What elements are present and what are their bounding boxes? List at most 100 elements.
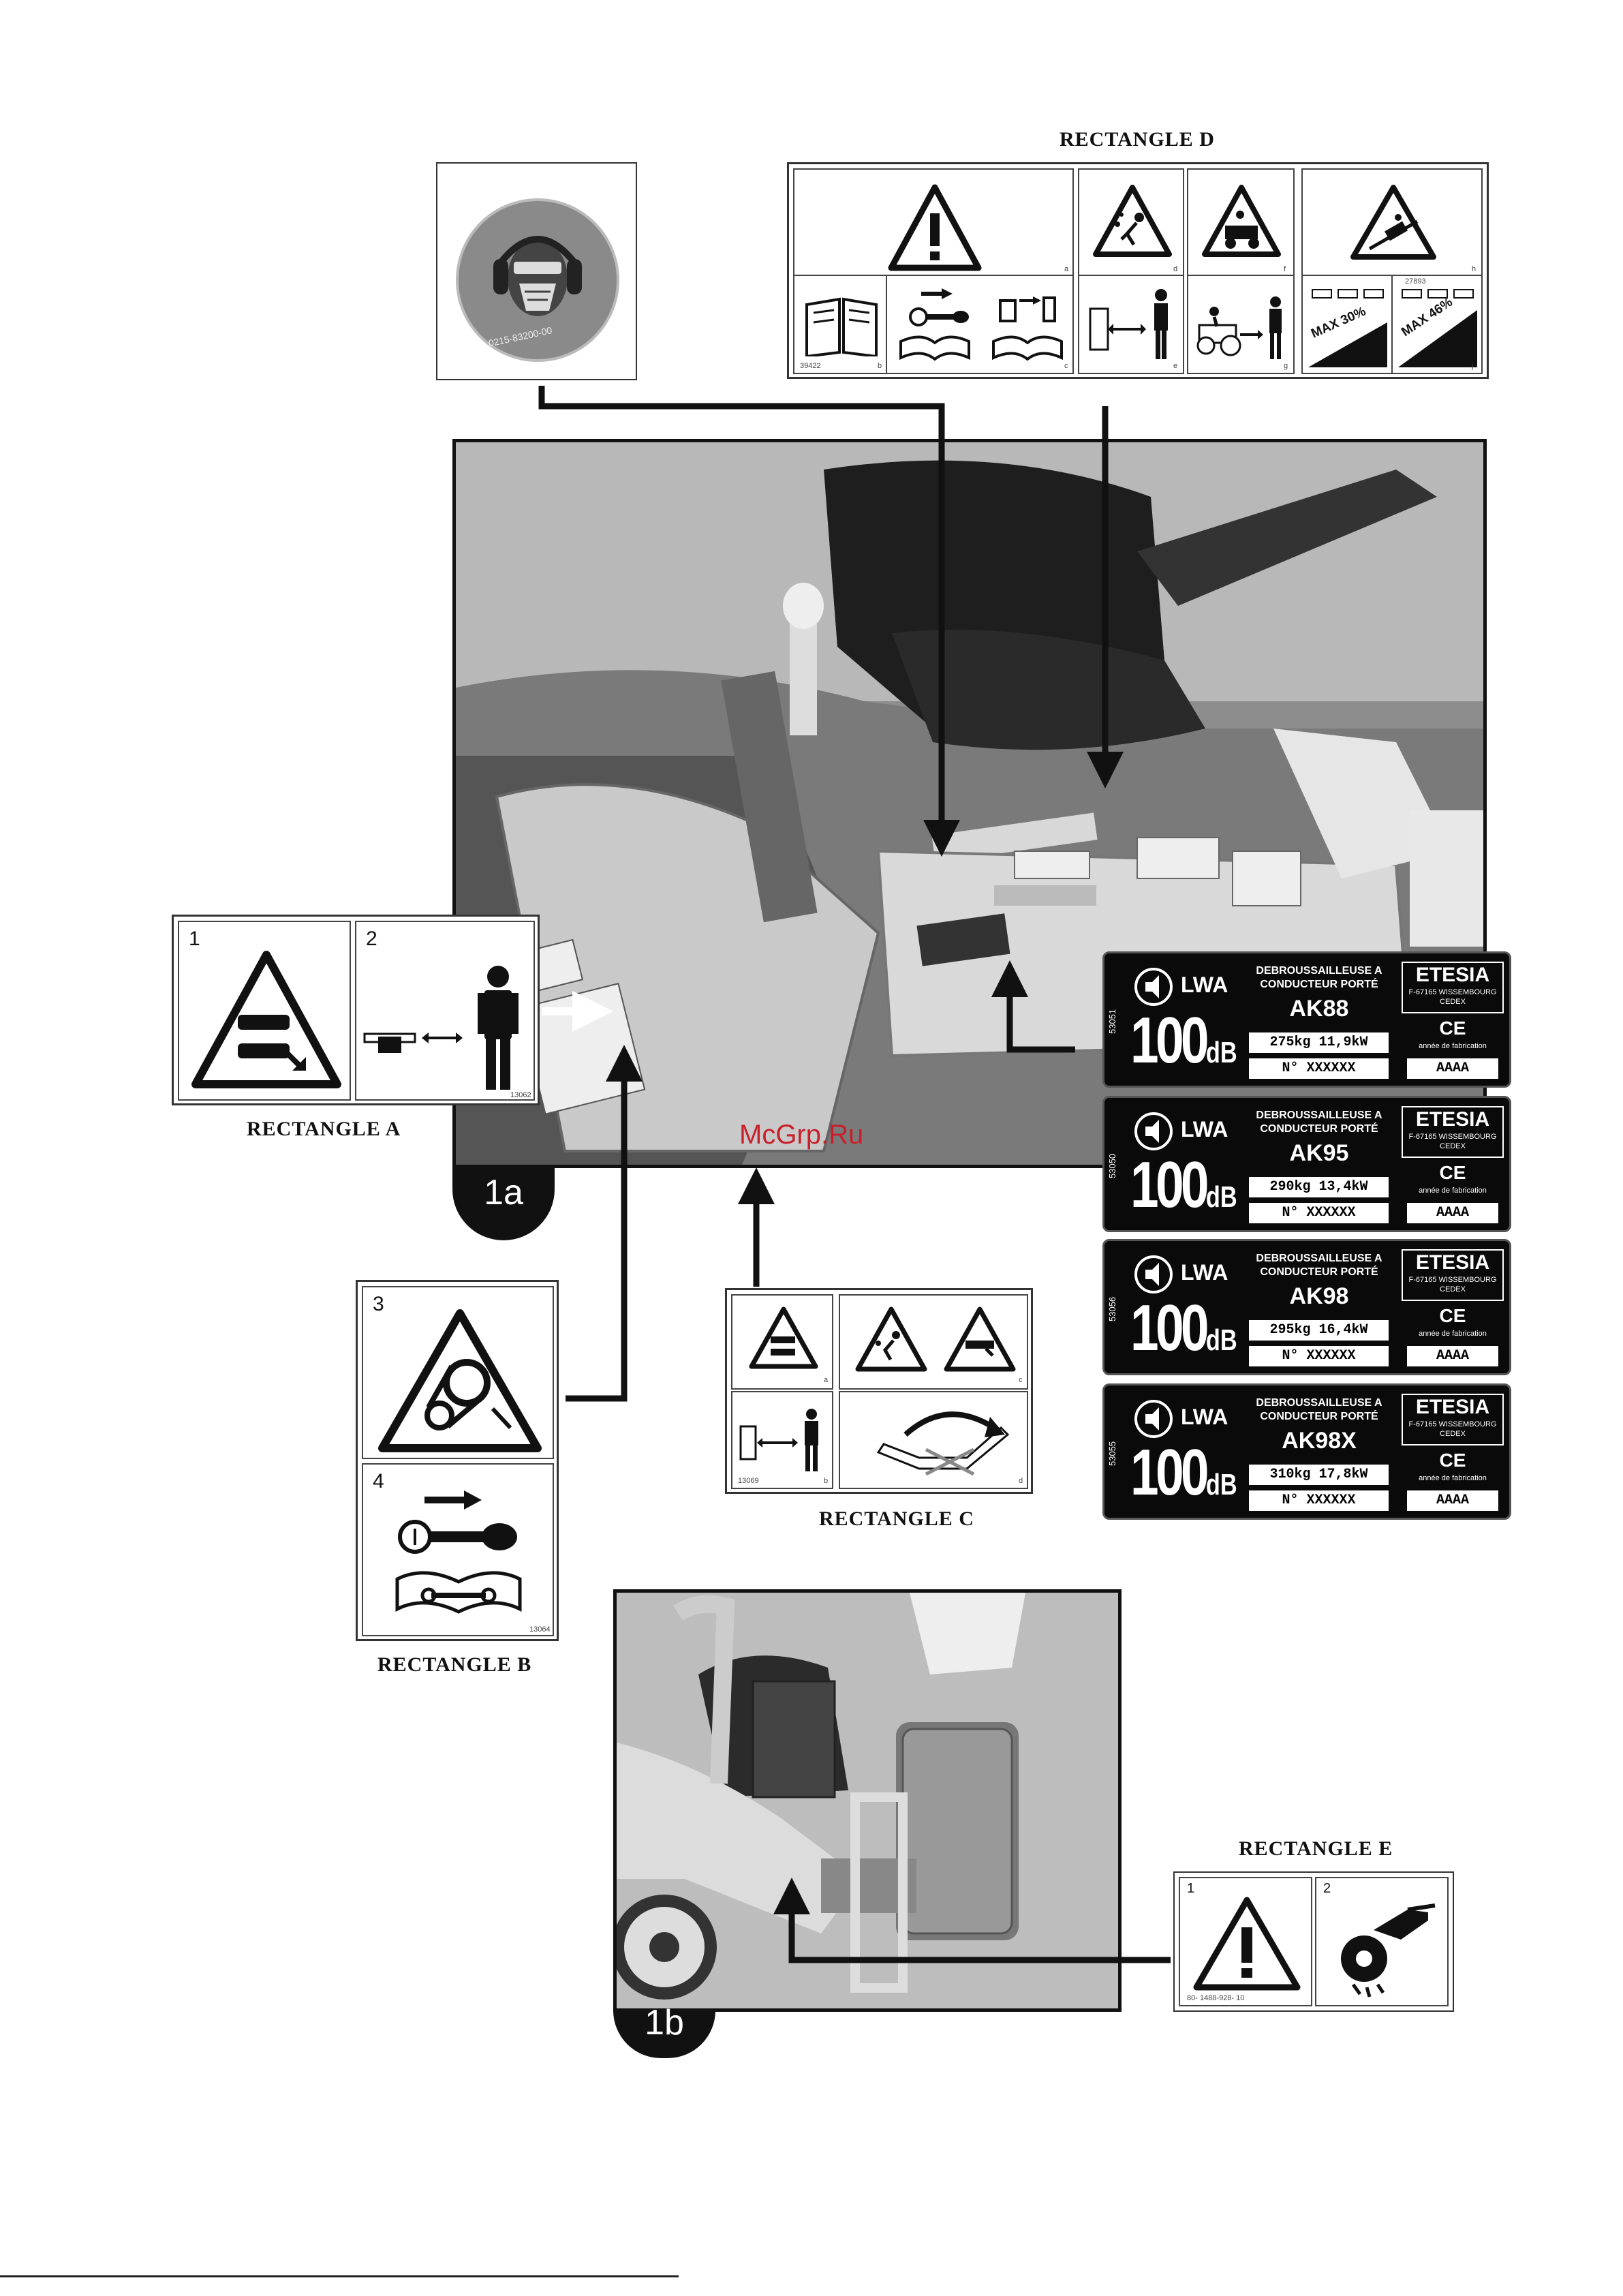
rectangle-e-arrow (773, 1878, 1171, 1963)
manufacture-year: AAAA (1407, 1490, 1498, 1511)
angle-17-text: 17° (1361, 341, 1380, 355)
manufacture-year-label: année de fabrication (1419, 1330, 1487, 1338)
decal-a-code: 13062 (510, 1091, 531, 1099)
model-name: AK98X (1282, 1428, 1357, 1454)
model-name: AK88 (1289, 996, 1349, 1022)
decal-b-code: 13064 (529, 1625, 551, 1634)
decal-e-panel-1: 1 80- 1488-928- 10 (1179, 1877, 1312, 2006)
c-label-c: c (1019, 1376, 1023, 1384)
ce-mark: CE (1439, 1162, 1466, 1183)
code-h: 27893 (1405, 277, 1426, 286)
decal-a-number-2: 2 (366, 928, 377, 950)
label-g: g (1284, 362, 1288, 370)
decal-a-panel-2: 2 13062 (355, 921, 535, 1101)
watermark: McGrp.Ru (739, 1120, 864, 1150)
product-type: DEBROUSSAILLEUSE A CONDUCTEUR PORTÉ (1256, 1253, 1382, 1278)
product-type: DEBROUSSAILLEUSE A CONDUCTEUR PORTÉ (1256, 1397, 1382, 1422)
hand-crush-small-icon (749, 1306, 818, 1369)
key-manual-icon (899, 288, 970, 361)
decal-d-group-2: d e (1078, 168, 1184, 374)
warning-triangle-e-icon (1193, 1897, 1301, 1991)
manual-book-icon (805, 297, 878, 356)
code-b: 39422 (800, 362, 821, 370)
rectangle-e-caption: RECTANGLE E (1239, 1837, 1393, 1860)
sound-level-icon (1134, 1255, 1173, 1294)
decal-e-code: 80- 1488-928- 10 (1187, 1994, 1245, 2002)
safe-distance-icon (1089, 289, 1168, 359)
rectangle-b-arrow (566, 1045, 643, 1402)
label-f: f (1284, 265, 1286, 273)
rectangle-a-decal: 1 2 13062 (172, 915, 540, 1105)
model-name: AK98 (1289, 1283, 1349, 1309)
sound-level-icon (1134, 968, 1173, 1006)
hand-crush-warning-icon (191, 951, 341, 1088)
tilt-hood-icon (876, 1411, 1010, 1476)
serial-number: N° XXXXXX (1249, 1203, 1389, 1223)
decal-a-panel-1: 1 (178, 921, 351, 1101)
angle-25-text: 25° (1453, 341, 1472, 355)
weight-power: 290kg 13,4kW (1249, 1177, 1389, 1197)
slope-46-icon (1398, 289, 1477, 367)
manufacture-year-label: année de fabrication (1419, 1187, 1487, 1195)
decal-d-group-3: f g (1187, 168, 1295, 374)
blade-cut-hand-icon (1341, 1903, 1436, 1997)
sound-level-icon (1134, 1112, 1173, 1150)
decal-c-panel-d: d (839, 1391, 1028, 1489)
serial-number: N° XXXXXX (1249, 1490, 1389, 1511)
decal-e-number-2: 2 (1323, 1881, 1331, 1896)
label-j: j (1472, 362, 1474, 370)
decal-c-code: 13069 (738, 1477, 759, 1485)
decal-c-panel-b: 13069 b (731, 1391, 833, 1489)
slope-30-icon (1308, 289, 1387, 367)
c-label-a: a (824, 1376, 829, 1384)
label-e: e (1173, 362, 1178, 370)
decal-a-number-1: 1 (189, 928, 200, 950)
crush-small-icon (944, 1306, 1016, 1372)
decal-b-panel-3: 3 (362, 1286, 554, 1459)
serial-number: N° XXXXXX (1249, 1346, 1389, 1366)
manufacture-year: AAAA (1407, 1346, 1498, 1366)
sound-level-icon (1134, 1400, 1173, 1438)
machine-distance-icon (1196, 296, 1282, 359)
ce-mark: CE (1439, 1305, 1466, 1326)
ejection-warning-icon (1093, 185, 1172, 257)
rectangle-b-decal: 3 4 13064 (356, 1280, 559, 1641)
serial-number: N° XXXXXX (1249, 1058, 1389, 1079)
rectangle-d-caption: RECTANGLE D (1060, 128, 1215, 151)
decal-b-panel-4: 4 13064 (362, 1463, 554, 1636)
sound-level-value: 100dB (1130, 1148, 1237, 1221)
distance-small-icon (739, 1409, 818, 1471)
model-name: AK95 (1289, 1140, 1349, 1166)
ce-mark: CE (1439, 1017, 1466, 1039)
decal-c-panel-c: c (839, 1294, 1028, 1390)
decal-d-group-4: h 27893 MAX 30% 17° MAX 46% 25° j (1301, 168, 1483, 374)
lwa-label: LWA (1181, 1260, 1228, 1285)
c-label-d: d (1019, 1477, 1023, 1485)
keep-distance-person-icon (363, 966, 519, 1090)
ejection-small-icon (855, 1306, 927, 1372)
rectangle-c-decal: a 13069 b c d (725, 1288, 1033, 1494)
remove-key-manual-icon (395, 1490, 522, 1614)
protective-gear-icon (456, 198, 619, 362)
belt-entanglement-warning-icon (378, 1309, 542, 1452)
rectangle-a-caption: RECTANGLE A (247, 1118, 401, 1140)
ce-mark: CE (1439, 1450, 1466, 1471)
label-d: d (1173, 265, 1178, 273)
product-type: DEBROUSSAILLEUSE A CONDUCTEUR PORTÉ (1256, 1109, 1382, 1135)
label-c: c (1064, 362, 1068, 370)
decal-c-panel-a: a (731, 1294, 833, 1390)
weight-power: 295kg 16,4kW (1249, 1320, 1389, 1341)
sound-level-value: 100dB (1130, 1291, 1237, 1364)
disconnect-manual-icon (992, 296, 1063, 361)
c-label-b: b (824, 1477, 829, 1485)
passenger-warning-icon (1202, 185, 1281, 257)
weight-power: 275kg 11,9kW (1249, 1032, 1389, 1053)
